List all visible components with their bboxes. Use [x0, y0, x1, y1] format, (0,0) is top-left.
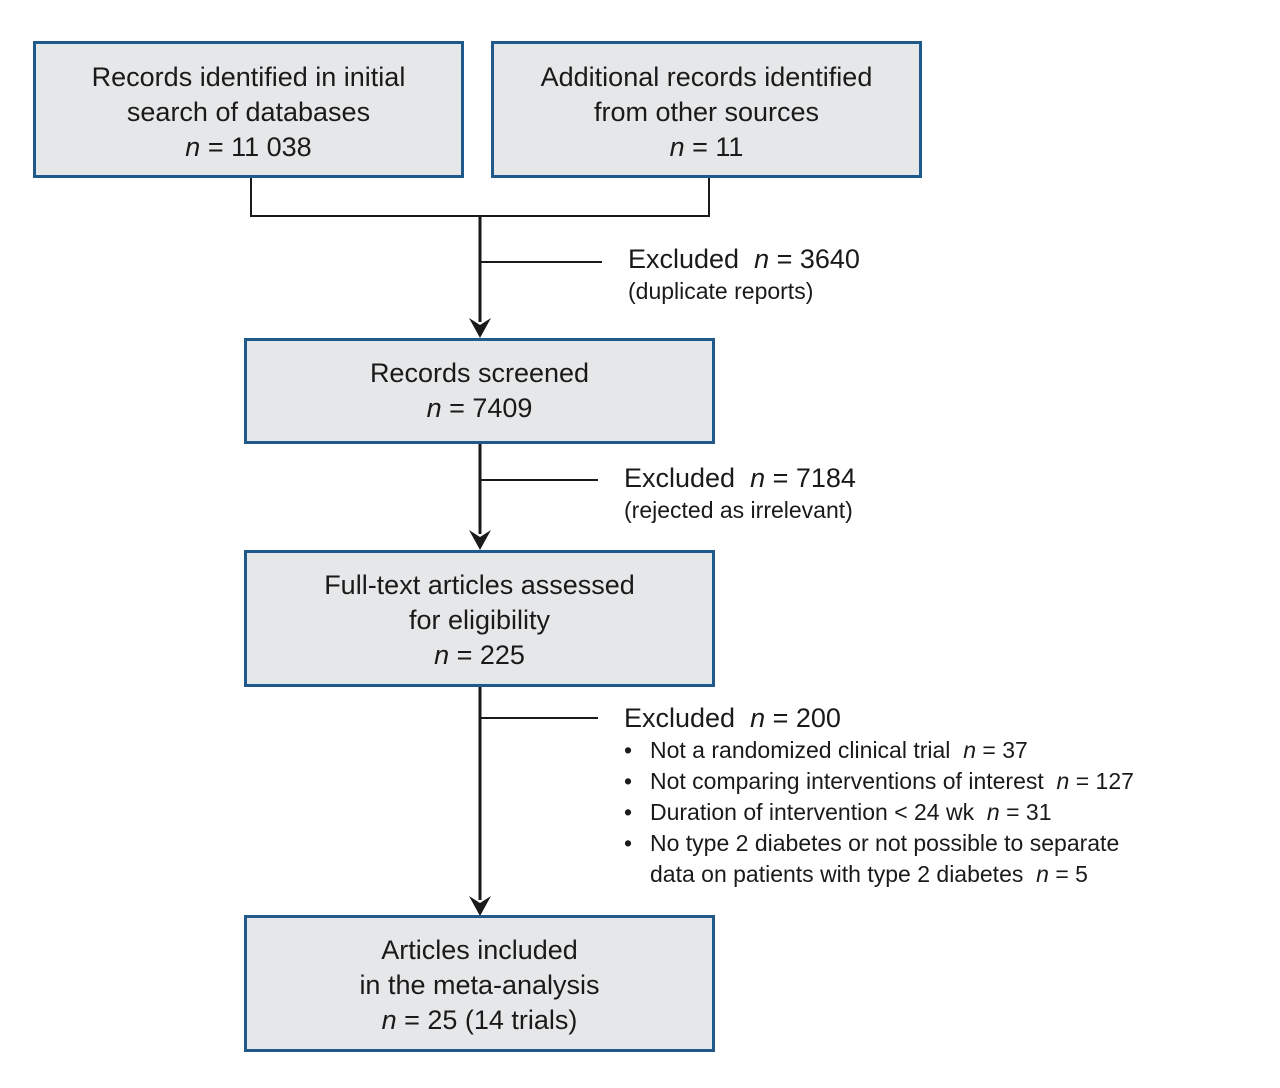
box-text-line: in the meta-analysis — [359, 970, 600, 1000]
exclusion-irrelevant: Excluded n = 7184 (rejected as irrelevan… — [624, 463, 856, 523]
exclusion-label: Excluded — [624, 703, 751, 733]
box-identified-databases: Records identified in initial search of … — [33, 41, 464, 178]
exclusion-reason: (rejected as irrelevant) — [624, 497, 853, 523]
list-item: Duration of intervention < 24 wk n = 31 — [624, 797, 1134, 828]
box-count: n = 11 — [669, 132, 744, 162]
arrowhead-fulltext — [469, 530, 491, 550]
box-records-screened: Records screened n = 7409 — [244, 338, 715, 444]
box-count: n = 225 — [434, 640, 525, 670]
box-text-line: from other sources — [593, 97, 820, 127]
exclusion-reasons-list: Not a randomized clinical trial n = 37 N… — [624, 735, 1134, 890]
exclusion-fulltext: Excluded n = 200 Not a randomized clinic… — [624, 701, 1134, 890]
exclusion-reason: (duplicate reports) — [628, 278, 814, 304]
exclusion-label: Excluded — [628, 244, 755, 274]
box-text-line: Additional records identified — [540, 62, 873, 92]
box-text-line: Articles included — [381, 935, 578, 965]
merge-bracket — [250, 178, 710, 217]
box-fulltext-assessed: Full-text articles assessed for eligibil… — [244, 550, 715, 687]
exclusion-label: Excluded — [624, 463, 751, 493]
box-text-line: search of databases — [126, 97, 371, 127]
box-count: n = 11 038 — [185, 132, 312, 162]
box-count: n = 25 (14 trials) — [381, 1005, 578, 1035]
box-count: n = 7409 — [426, 393, 533, 423]
box-text-line: Records identified in initial — [91, 62, 406, 92]
box-articles-included: Articles included in the meta-analysis n… — [244, 915, 715, 1052]
list-item: Not a randomized clinical trial n = 37 — [624, 735, 1134, 766]
box-identified-other: Additional records identified from other… — [491, 41, 922, 178]
list-item: Not comparing interventions of interest … — [624, 766, 1134, 797]
list-item: No type 2 diabetes or not possible to se… — [624, 828, 1134, 890]
box-text-line: Full-text articles assessed — [324, 570, 635, 600]
box-text-line: for eligibility — [408, 605, 551, 635]
arrowhead-screened — [469, 318, 491, 338]
box-text-line: Records screened — [369, 358, 590, 388]
arrowhead-included — [469, 896, 491, 916]
exclusion-duplicates: Excluded n = 3640 (duplicate reports) — [628, 244, 860, 304]
